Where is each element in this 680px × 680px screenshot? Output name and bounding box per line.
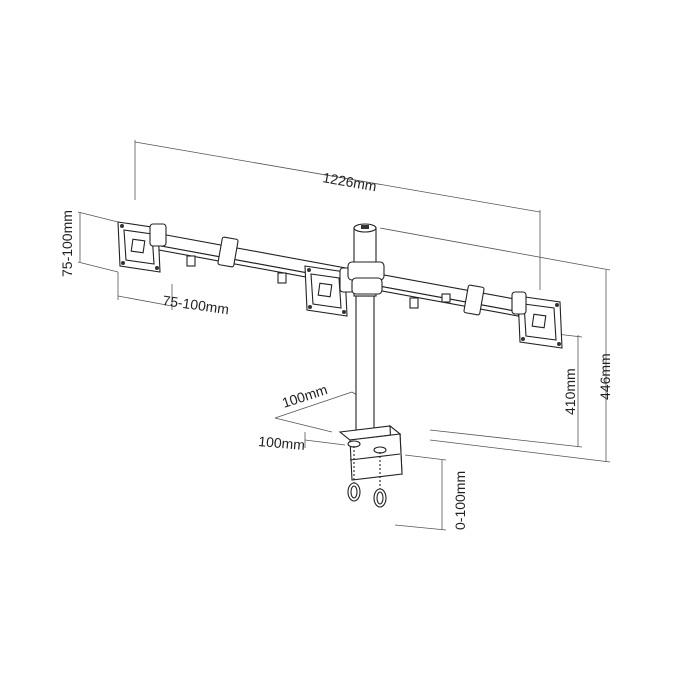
dimension-clamp-range: 0-100mm — [394, 454, 468, 531]
label-total-width: 1226mm — [321, 169, 377, 194]
dimension-vesa-vertical: 75-100mm — [59, 210, 119, 277]
bar-bracket — [186, 255, 196, 267]
dimension-vesa-horizontal: 75-100mm — [117, 272, 230, 317]
label-vesa-horizontal: 75-100mm — [162, 292, 230, 317]
label-clamp-depth: 100mm — [280, 381, 329, 411]
vesa-plate-left — [117, 221, 167, 273]
label-clamp-range: 0-100mm — [452, 471, 468, 530]
vesa-plate-center — [304, 265, 355, 317]
label-total-height: 446mm — [597, 353, 613, 400]
vesa-plate-right — [511, 291, 563, 349]
pole — [347, 223, 385, 431]
bar-joint-right — [463, 284, 485, 316]
bar-bracket — [277, 272, 287, 284]
dimension-total-height: 446mm — [379, 227, 613, 463]
bar-bracket — [441, 293, 451, 303]
clamp-screw-right — [373, 452, 387, 508]
label-vesa-vertical: 75-100mm — [59, 210, 75, 277]
dimension-clamp-depth: 100mm — [274, 381, 363, 433]
desk-clamp — [338, 424, 403, 508]
bar-joint-left — [217, 236, 239, 268]
dimension-pole-height: 410mm — [429, 332, 583, 448]
clamp-screw-left — [347, 446, 361, 502]
bar-bracket — [409, 297, 419, 309]
dimension-clamp-width: 100mm — [258, 432, 346, 453]
label-pole-height: 410mm — [562, 368, 578, 415]
label-clamp-width: 100mm — [258, 433, 306, 453]
